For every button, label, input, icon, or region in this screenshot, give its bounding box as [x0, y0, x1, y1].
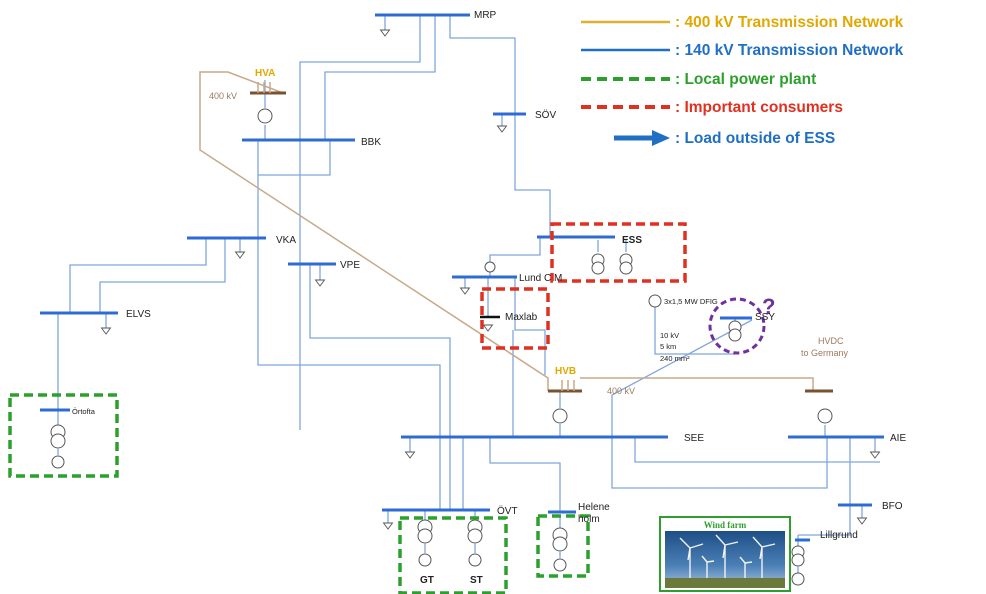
transformer-icon	[484, 261, 496, 273]
ssy-highlight-circle	[708, 297, 766, 355]
label-hvdc-germany: to Germany	[801, 348, 849, 358]
transformer-icon	[728, 328, 742, 342]
load-icon	[315, 279, 325, 287]
label-hvdc: HVDC	[818, 336, 844, 346]
label-see: SEE	[684, 433, 704, 444]
ssy-question-mark: ?	[762, 294, 775, 319]
transformers	[257, 108, 833, 424]
label-elvs: ELVS	[126, 309, 151, 320]
label-helene: Helene	[578, 502, 610, 513]
legend-arrow-icon	[614, 130, 670, 146]
generator-stacks	[50, 424, 805, 586]
lines-400kv	[199, 71, 814, 391]
label-mrp: MRP	[474, 10, 497, 21]
lines-140kv	[57, 15, 880, 547]
load-icon	[870, 451, 880, 459]
wind-farm-title: Wind farm	[704, 520, 747, 530]
load-icon	[857, 517, 867, 525]
load-icon	[483, 324, 493, 332]
label-hva: HVA	[255, 68, 275, 79]
wind-turbine-icons	[679, 534, 776, 578]
transformer-icon	[817, 408, 833, 424]
label-bbk: BBK	[361, 137, 381, 148]
label-lund: Lund C M	[519, 273, 562, 284]
legend-label-load-outside: : Load outside of ESS	[675, 130, 835, 147]
label-ssy: SSY	[755, 312, 775, 323]
load-icon	[235, 251, 245, 259]
consumer-boxes	[480, 222, 687, 350]
legend-label-consumers: : Important consumers	[675, 99, 843, 116]
bus-bars	[40, 13, 884, 542]
legend-label-140kv: : 140 kV Transmission Network	[675, 42, 904, 59]
transformer-icon	[591, 261, 605, 275]
load-icon	[405, 451, 415, 459]
legend: : 400 kV Transmission Network : 140 kV T…	[581, 14, 904, 147]
label-lillgrund: Lillgrund	[820, 530, 858, 541]
label-maxlab: Maxlab	[505, 312, 538, 323]
load-icon	[383, 522, 393, 530]
label-dfig-voltage: 10 kV	[660, 331, 679, 340]
label-hvb: HVB	[555, 366, 576, 377]
label-dfig-cable: 240 mm²	[660, 354, 690, 363]
load-icon	[497, 125, 507, 133]
transformer-icon	[619, 261, 633, 275]
label-vka: VKA	[276, 235, 296, 246]
label-bfo: BFO	[882, 501, 903, 512]
load-icon	[380, 29, 390, 37]
legend-label-local-plant: : Local power plant	[675, 71, 816, 88]
label-helene-holm: holm	[578, 514, 600, 525]
bus-labels: MRP HVA 400 kV BBK SÖV VKA VPE ESS Lund …	[72, 10, 906, 586]
legend-label-400kv: : 400 kV Transmission Network	[675, 14, 904, 31]
label-vpe: VPE	[340, 260, 360, 271]
label-sov: SÖV	[535, 109, 556, 121]
label-hva-kv: 400 kV	[209, 91, 237, 101]
local-plant-box-ortofta	[8, 393, 119, 478]
label-hvb-kv: 400 kV	[607, 386, 635, 396]
local-plant-box-helene	[536, 514, 590, 578]
local-plant-box-ovt	[398, 516, 508, 594]
label-st: ST	[470, 575, 483, 586]
generator-icon	[648, 294, 662, 308]
label-ortofta: Örtofta	[72, 407, 96, 416]
label-dfig-rating: 3x1,5 MW DFIG	[664, 297, 718, 306]
load-icon	[101, 327, 111, 335]
transformer-icon	[257, 108, 273, 124]
consumer-box-ess	[550, 222, 687, 283]
load-icon	[460, 287, 470, 295]
label-gt: GT	[420, 575, 434, 586]
wind-farm: Wind farm	[659, 516, 791, 592]
transformer-icon	[552, 408, 568, 424]
consumer-box-maxlab	[480, 287, 550, 350]
label-aie: AIE	[890, 433, 906, 444]
plant-boxes	[8, 393, 590, 594]
label-ovt: ÖVT	[497, 505, 518, 517]
dfig-annotation: 3x1,5 MW DFIG 10 kV 5 km 240 mm²	[660, 297, 718, 363]
label-dfig-length: 5 km	[660, 342, 676, 351]
label-ess: ESS	[622, 235, 642, 246]
